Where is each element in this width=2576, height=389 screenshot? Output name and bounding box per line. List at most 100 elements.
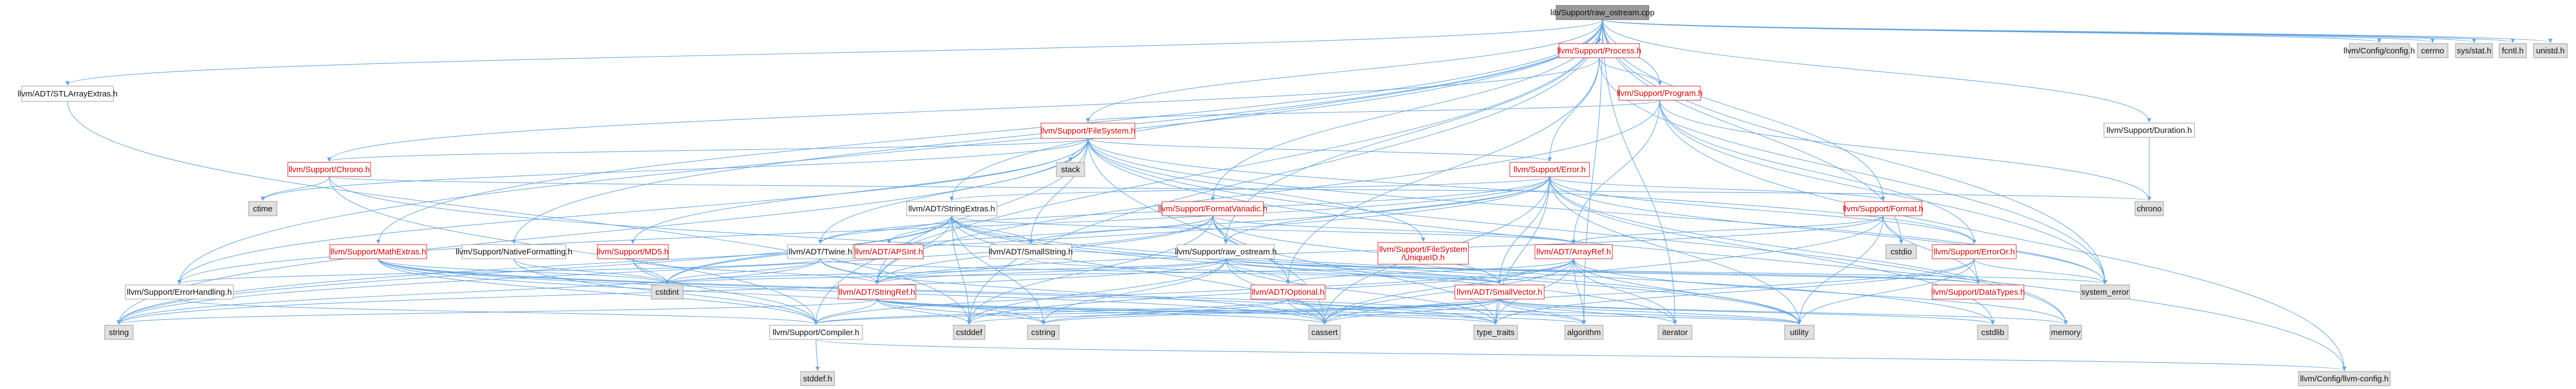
node-box-sys-stat (2455, 43, 2493, 58)
node-label-support-datatypes: llvm/Support/DataTypes.h (1931, 288, 2025, 297)
node-iterator: iterator (1658, 325, 1692, 340)
edge-adt-arrayref-to-cassert (1322, 258, 1574, 325)
node-config-llvm-config: llvm/Config/llvm-config.h (2298, 371, 2391, 386)
edge-support-filesystem-to-support-chrono (327, 138, 1089, 162)
node-box-adt-apsint (854, 244, 924, 259)
node-support-erroror[interactable]: llvm/Support/ErrorOr.h (1932, 244, 2017, 259)
edge-support-filesystem-to-adt-twine (818, 138, 1089, 244)
dependency-nodes: lib/Support/raw_ostream.cpp llvm/ADT/STLA… (17, 5, 2568, 386)
node-support-chrono[interactable]: llvm/Support/Chrono.h (287, 162, 371, 177)
node-label-support-filesystem: llvm/Support/FileSystem.h (1041, 126, 1135, 136)
edge-support-filesystem-uniqueid-to-cstdint (665, 264, 1424, 284)
node-support-program[interactable]: llvm/Support/Program.h (1617, 86, 1703, 101)
node-support-compiler[interactable]: llvm/Support/Compiler.h (769, 325, 863, 340)
node-support-duration[interactable]: llvm/Support/Duration.h (2103, 123, 2195, 138)
edge-adt-arrayref-to-algorithm (1573, 258, 1586, 325)
edge-adt-smallvector-to-cstddef (967, 299, 1500, 325)
edge-adt-stringextras-to-adt-arrayref (951, 215, 1576, 244)
edge-adt-stringextras-to-adt-smallstring (951, 215, 1033, 244)
node-support-process[interactable]: llvm/Support/Process.h (1557, 43, 1641, 58)
node-label-ctime: ctime (253, 204, 273, 214)
edge-support-errorhandling-to-support-compiler (179, 299, 818, 325)
edge-adt-smallvector-to-support-compiler (814, 299, 1500, 325)
edge-support-erroror-to-cassert (1322, 258, 1975, 325)
edge-support-program-to-config-llvm-config (1659, 100, 2347, 371)
edge-support-filesystem-to-support-error (1087, 138, 1552, 162)
edge-adt-stringref-to-utility (876, 299, 1801, 325)
node-box-raw-ostream-h (1177, 244, 1275, 259)
node-root[interactable]: lib/Support/raw_ostream.cpp (1551, 5, 1655, 20)
node-box-adt-smallvector (1454, 284, 1545, 300)
node-label-cstdio: cstdio (1890, 247, 1912, 257)
node-box-algorithm (1564, 325, 1604, 340)
node-cstdlib: cstdlib (1977, 325, 2009, 340)
node-box-support-duration (2103, 123, 2195, 138)
node-box-cstring (1027, 325, 1060, 340)
node-box-system-error (2080, 284, 2130, 300)
node-support-formatvariadic[interactable]: llvm/Support/FormatVariadic.h (1158, 201, 1268, 216)
edge-raw-ostream-h-to-cstddef (967, 258, 1226, 325)
node-support-md5[interactable]: llvm/Support/MD5.h (597, 244, 669, 259)
node-adt-arrayref[interactable]: llvm/ADT/ArrayRef.h (1534, 244, 1613, 259)
edge-support-program-to-support-filesystem (1086, 100, 1660, 123)
node-box-adt-optional (1250, 284, 1326, 300)
node-support-datatypes[interactable]: llvm/Support/DataTypes.h (1931, 284, 2025, 300)
node-adt-smallvector[interactable]: llvm/ADT/SmallVector.h (1454, 284, 1545, 300)
edge-root-to-adt-stlarrayextras (65, 19, 1603, 86)
edge-support-filesystem-to-string (117, 138, 1089, 325)
node-label-adt-twine: llvm/ADT/Twine.h (789, 247, 852, 257)
edge-support-program-to-chrono (1659, 100, 2151, 201)
node-support-filesystem[interactable]: llvm/Support/FileSystem.h (1041, 123, 1135, 139)
node-label-unistd: unistd.h (2536, 46, 2565, 56)
node-stack: stack (1056, 162, 1085, 177)
edge-support-mathextras-to-cstdint (378, 258, 669, 284)
edge-adt-stringextras-to-string (117, 215, 952, 325)
edge-support-error-to-raw-ostream-h (1224, 176, 1550, 244)
node-adt-stringref[interactable]: llvm/ADT/StringRef.h (838, 284, 916, 300)
edge-support-formatvariadic-to-adt-arrayref (1212, 215, 1576, 244)
edge-adt-stringref-to-cassert (876, 299, 1327, 325)
node-support-errorhandling[interactable]: llvm/Support/ErrorHandling.h (125, 284, 234, 300)
node-adt-stlarrayextras[interactable]: llvm/ADT/STLArrayExtras.h (17, 86, 118, 102)
edge-support-erroror-to-system-error (1974, 258, 2107, 284)
edge-root-to-support-format (1602, 19, 1885, 201)
node-box-support-erroror (1932, 244, 2017, 259)
node-label-support-filesystem-uniqueid: llvm/Support/FileSystem (1379, 245, 1467, 254)
edge-raw-ostream-h-to-adt-optional (1225, 258, 1290, 284)
node-adt-optional[interactable]: llvm/ADT/Optional.h (1250, 284, 1326, 300)
edge-adt-smallvector-to-cstring (1041, 299, 1500, 325)
edge-adt-smallvector-to-type-traits (1493, 299, 1500, 325)
edge-support-error-to-adt-smallvector (1497, 176, 1550, 284)
edge-raw-ostream-h-to-support-datatypes (1225, 258, 1980, 284)
node-config-config: llvm/Config/config.h (2344, 43, 2415, 58)
node-support-nativeformatting[interactable]: llvm/Support/NativeFormatting.h (456, 244, 572, 259)
node-raw-ostream-h[interactable]: llvm/Support/raw_ostream.h (1175, 244, 1277, 259)
node-adt-stringextras[interactable]: llvm/ADT/StringExtras.h (906, 201, 997, 216)
node-support-error[interactable]: llvm/Support/Error.h (1509, 162, 1590, 177)
edge-support-error-to-cstdint (665, 176, 1550, 284)
node-label-adt-apsint: llvm/ADT/APSInt.h (855, 247, 923, 257)
node-label-config-config: llvm/Config/config.h (2344, 46, 2415, 56)
edge-support-process-to-support-chrono (327, 57, 1600, 162)
node-label-chrono: chrono (2137, 204, 2162, 214)
edge-support-program-to-support-erroror (1659, 100, 1976, 244)
node-support-format[interactable]: llvm/Support/Format.h (1843, 201, 1924, 216)
node-box-support-datatypes (1932, 284, 2024, 300)
node-utility: utility (1784, 325, 1815, 340)
node-adt-smallstring[interactable]: llvm/ADT/SmallString.h (989, 244, 1073, 259)
edge-support-md5-to-support-compiler (632, 258, 818, 325)
node-adt-twine[interactable]: llvm/ADT/Twine.h (787, 244, 854, 259)
node-box-string (104, 325, 134, 340)
node-sys-stat: sys/stat.h (2455, 43, 2493, 58)
edge-root-to-support-duration (1602, 19, 2151, 123)
node-box-support-nativeformatting (462, 244, 566, 259)
node-label-adt-smallstring: llvm/ADT/SmallString.h (989, 247, 1073, 257)
node-box-iterator (1658, 325, 1692, 340)
node-adt-apsint[interactable]: llvm/ADT/APSInt.h (854, 244, 924, 259)
edge-support-erroror-to-type-traits (1493, 258, 1975, 325)
node-chrono: chrono (2134, 201, 2164, 216)
edge-support-formatvariadic-to-type-traits (1212, 215, 1498, 325)
node-support-filesystem-uniqueid[interactable]: llvm/Support/FileSystem/UniqueID.h (1377, 242, 1469, 265)
node-box-support-filesystem-uniqueid (1377, 242, 1469, 265)
node-support-mathextras[interactable]: llvm/Support/MathExtras.h (329, 244, 427, 259)
